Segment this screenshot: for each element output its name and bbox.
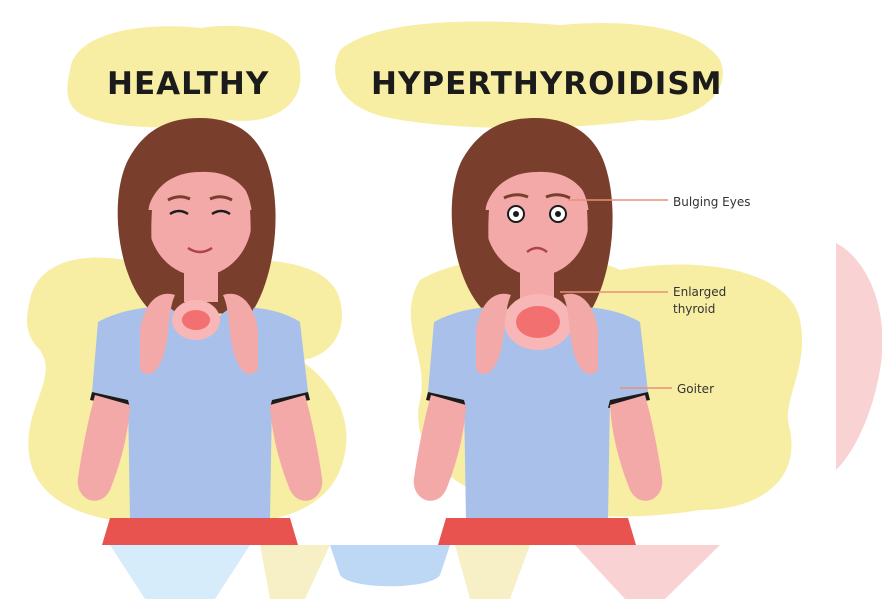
label-enlarged-thyroid-line1: Enlarged [673,284,726,301]
label-bulging-eyes: Bulging Eyes [673,194,750,211]
thyroid-gland [182,310,210,330]
enlarged-thyroid [516,306,560,338]
label-enlarged-thyroid: Enlarged thyroid [673,284,726,318]
pupil-right [555,211,561,217]
bottom-decor [110,545,720,599]
healthy-title: HEALTHY [107,66,269,102]
hyperthyroidism-title: HYPERTHYROIDISM [371,66,723,102]
skirt [438,518,636,545]
decor-cream [260,545,330,599]
skirt [102,518,298,545]
decor-pink [575,545,720,599]
label-goiter: Goiter [677,381,714,398]
pink-side-shape [836,243,882,470]
decor-cream-right [455,545,530,599]
pupil-left [513,211,519,217]
label-enlarged-thyroid-line2: thyroid [673,301,726,318]
decor-blue-center [330,545,450,586]
decor-blue-left [110,545,250,599]
